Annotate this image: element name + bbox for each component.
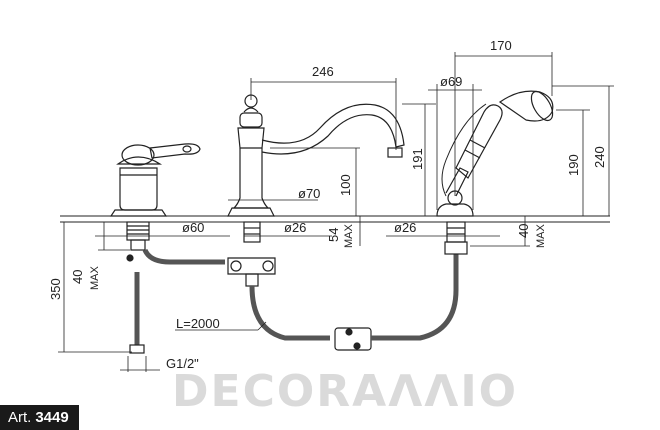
dim-diameter-60: ø60	[182, 220, 204, 235]
dim-40-left: 40	[70, 270, 85, 284]
dim-54: 54	[326, 228, 341, 242]
dimension-lines	[58, 52, 614, 372]
connecting-hose	[249, 254, 459, 351]
dim-40-right-max: MAX	[535, 224, 547, 249]
dim-diameter-70: ø70	[298, 186, 320, 201]
dim-54-max: MAX	[343, 224, 355, 249]
dim-190: 190	[566, 154, 581, 176]
watermark: DECORAΛΛΙΟ	[172, 366, 519, 417]
dim-100: 100	[338, 174, 353, 196]
handshower	[436, 90, 554, 255]
dim-40-left-max: MAX	[89, 266, 101, 291]
thread-label: G1/2"	[166, 356, 199, 371]
article-prefix: Art.	[8, 409, 32, 426]
article-label: Art. 3449	[0, 405, 79, 430]
dim-diameter-69: ø69	[440, 74, 462, 89]
dim-170: 170	[490, 38, 512, 53]
dim-40-right: 40	[516, 224, 531, 238]
dim-191: 191	[410, 148, 425, 170]
lever-valve	[109, 143, 225, 354]
dim-246: 246	[312, 64, 334, 79]
dim-240: 240	[592, 146, 607, 168]
dim-diameter-26-center: ø26	[284, 220, 306, 235]
hose-length-label: L=2000	[176, 316, 220, 331]
article-number: 3449	[35, 409, 69, 426]
dim-350: 350	[48, 278, 63, 300]
dim-diameter-26-right: ø26	[394, 220, 416, 235]
